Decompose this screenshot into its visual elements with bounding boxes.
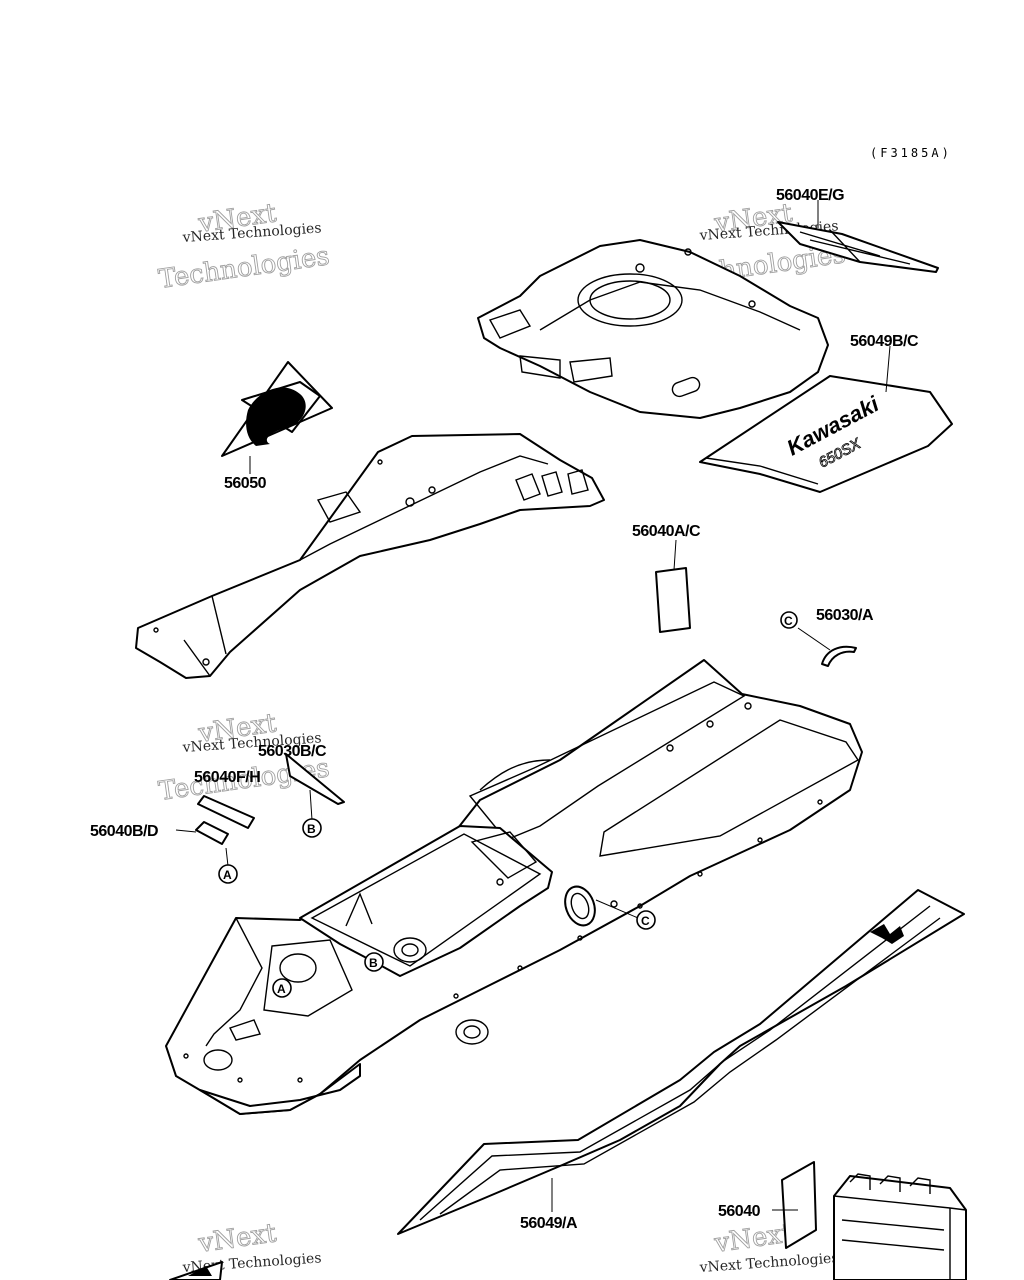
engine-hood (477, 239, 829, 419)
watermark-line1: vNext (712, 1218, 795, 1259)
callout-a-text: A (223, 868, 232, 882)
decal-56040ac: 56040A/C (632, 523, 701, 633)
label-56040bd: 56040B/D (90, 823, 158, 840)
label-56040ac: 56040A/C (632, 523, 701, 540)
decal-56050: 56050 (221, 361, 333, 492)
label-56049bc: 56049B/C (850, 333, 919, 350)
hull: C B A (165, 659, 863, 1115)
decal-56049a: 56049/A (397, 889, 965, 1235)
figure-code: (F3185A) (870, 146, 952, 160)
decal-56040: 56040 (718, 1161, 817, 1249)
callout-a-hull (272, 978, 292, 998)
label-56050: 56050 (224, 475, 267, 492)
callout-c (780, 611, 798, 629)
callout-c-hull (636, 910, 656, 930)
watermark-bottom-left: vNext vNext Technologies (181, 1218, 322, 1276)
decal-partial-bottom-left (169, 1261, 223, 1280)
label-56030a: 56030/A (816, 607, 874, 624)
callout-c-text: C (784, 614, 793, 628)
watermark-bottom-right: vNext vNext Technologies (698, 1218, 839, 1276)
decal-56040fh: 56040F/H (194, 769, 261, 829)
callout-a (218, 864, 238, 884)
watermark-top-left: vNext vNext Technologies Technologies (156, 198, 332, 296)
decal-56049bc: Kawasaki 650SX 56049B/C (699, 333, 953, 493)
watermark-line3: Technologies (157, 241, 332, 295)
decal-56030bc: B 56030B/C (258, 743, 345, 838)
label-56030bc: 56030B/C (258, 743, 327, 760)
rear-cover (135, 433, 605, 679)
label-56040: 56040 (718, 1203, 761, 1220)
label-56040eg: 56040E/G (776, 187, 844, 204)
callout-c-hull-text: C (641, 914, 650, 928)
battery (833, 1173, 967, 1280)
decal-56030a: C 56030/A (780, 607, 874, 667)
decal-56040eg: 56040E/G (776, 187, 939, 273)
callout-b-hull (364, 952, 384, 972)
callout-b-text: B (307, 822, 316, 836)
label-56040fh: 56040F/H (194, 769, 260, 786)
label-56049a: 56049/A (520, 1215, 578, 1232)
decal-56040bd: A 56040B/D (90, 821, 238, 884)
watermark-line1: vNext (196, 1218, 279, 1259)
callout-b (302, 818, 322, 838)
callout-a-hull-text: A (277, 982, 286, 996)
callout-b-hull-text: B (369, 956, 378, 970)
